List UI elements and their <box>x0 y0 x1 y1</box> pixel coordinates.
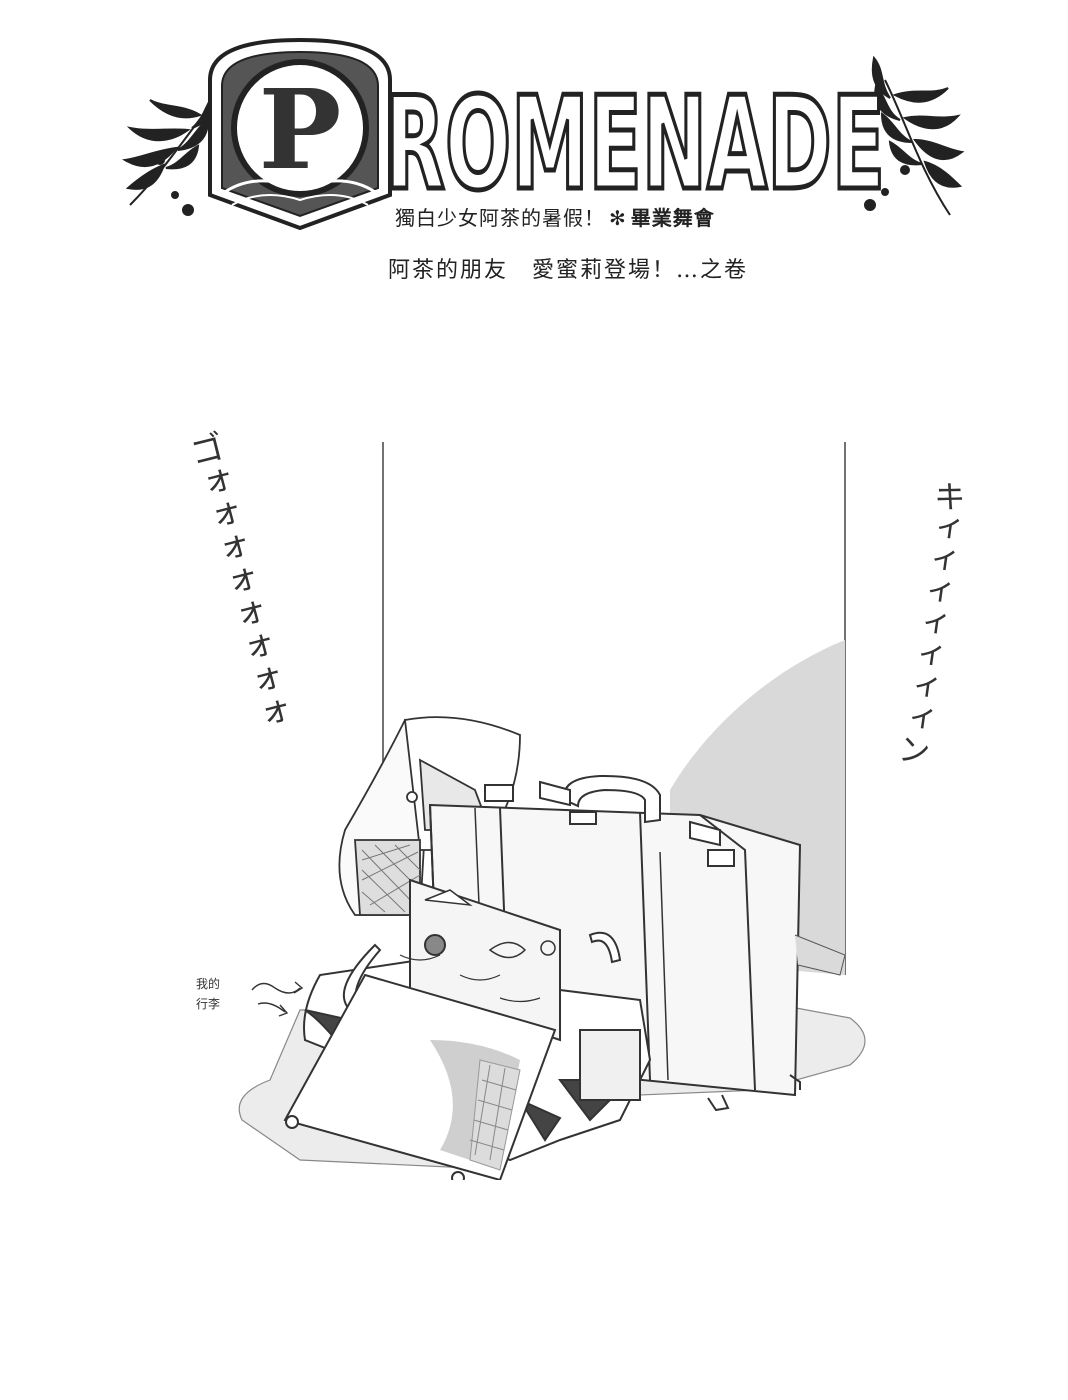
annotation-line-1: 我的 <box>196 977 221 991</box>
chapter-title: 阿茶的朋友 愛蜜莉登場！…之卷 <box>388 258 749 283</box>
luggage-illustration <box>238 442 866 1180</box>
logo-initial: P <box>259 65 342 194</box>
annotation-arrows <box>251 981 304 1017</box>
series-subtitle: 獨白少女阿茶的暑假！✻畢業舞會 <box>395 202 715 230</box>
event-name: 畢業舞會 <box>630 206 715 230</box>
series-name: 獨白少女阿茶的暑假！ <box>395 206 605 230</box>
right-laurel-ornament <box>864 55 965 216</box>
logo-shield <box>208 37 392 231</box>
promenade-logo: P ROMENADE <box>122 37 965 231</box>
annotation-line-2: 行李 <box>196 997 221 1011</box>
asterisk-icon: ✻ <box>609 206 627 230</box>
luggage-annotation: 我的 行李 <box>196 974 256 1024</box>
bag-flap <box>283 973 557 1180</box>
logo-wordmark: ROMENADE <box>385 70 885 219</box>
left-laurel-ornament <box>122 65 224 216</box>
